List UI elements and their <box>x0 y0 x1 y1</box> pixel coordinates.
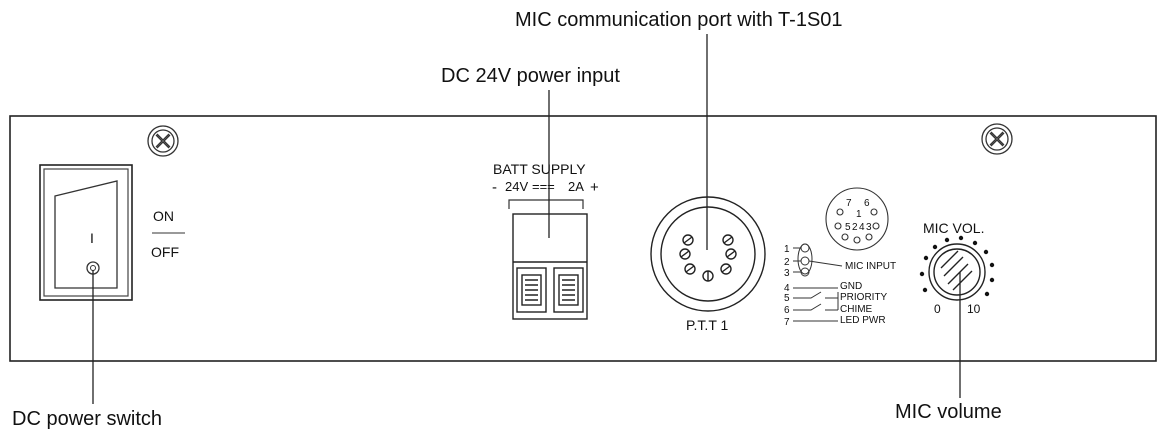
pin-number-1: 1 <box>856 209 862 220</box>
mic-vol-min: 0 <box>934 302 941 316</box>
switch-off-label: OFF <box>151 244 179 260</box>
dc-input-callout: DC 24V power input <box>441 65 620 87</box>
left-screw-icon <box>147 125 179 157</box>
switch-glyph: I <box>90 230 94 246</box>
power-switch-icon[interactable] <box>39 164 133 301</box>
batt-spec-dc: === <box>532 179 555 194</box>
batt-title: BATT SUPPLY <box>493 161 586 177</box>
signal-priority: PRIORITY <box>840 292 888 303</box>
pin-row-3: 3 <box>784 268 790 279</box>
pinout-top-connector <box>825 187 889 251</box>
right-screw-icon <box>981 123 1013 155</box>
pin-row-7: 7 <box>784 317 790 328</box>
signal-gnd: GND <box>840 281 862 292</box>
batt-plus: + <box>590 179 599 196</box>
signal-mic-input: MIC INPUT <box>845 261 896 272</box>
mic-vol-max: 10 <box>967 302 981 316</box>
pin-number-4: 4 <box>859 222 865 233</box>
switch-on-label: ON <box>153 208 174 224</box>
mic-ptt-connector[interactable] <box>650 196 766 312</box>
dc-terminal-block[interactable] <box>512 213 588 320</box>
pin-number-2: 2 <box>852 222 858 233</box>
mic-port-callout: MIC communication port with T-1S01 <box>515 9 843 31</box>
pin-row-4: 4 <box>784 283 790 294</box>
panel-frame <box>9 115 1157 362</box>
pin-row-5: 5 <box>784 293 790 304</box>
pin-number-5: 5 <box>845 222 851 233</box>
batt-minus: - <box>492 179 497 196</box>
power-switch-callout: DC power switch <box>12 408 163 430</box>
batt-spec-v: 24V <box>505 179 528 194</box>
mic-volume-callout: MIC volume <box>895 401 1002 423</box>
pin-number-3: 3 <box>866 222 872 233</box>
pin-row-6: 6 <box>784 305 790 316</box>
ptt-label: P.T.T 1 <box>686 317 729 333</box>
batt-spec-a: 2A <box>568 179 584 194</box>
pin-row-2: 2 <box>784 257 790 268</box>
mic-volume-knob[interactable] <box>928 243 986 301</box>
pin-row-1: 1 <box>784 244 790 255</box>
pin-number-6: 6 <box>864 198 870 209</box>
batt-bracket <box>508 199 584 209</box>
pin-number-7: 7 <box>846 198 852 209</box>
mic-vol-title: MIC VOL. <box>923 220 984 236</box>
signal-led-pwr: LED PWR <box>840 315 886 326</box>
pinout-wiring <box>793 243 843 322</box>
mic-volume-scale-dots <box>919 235 995 297</box>
signal-chime: CHIME <box>840 304 873 315</box>
